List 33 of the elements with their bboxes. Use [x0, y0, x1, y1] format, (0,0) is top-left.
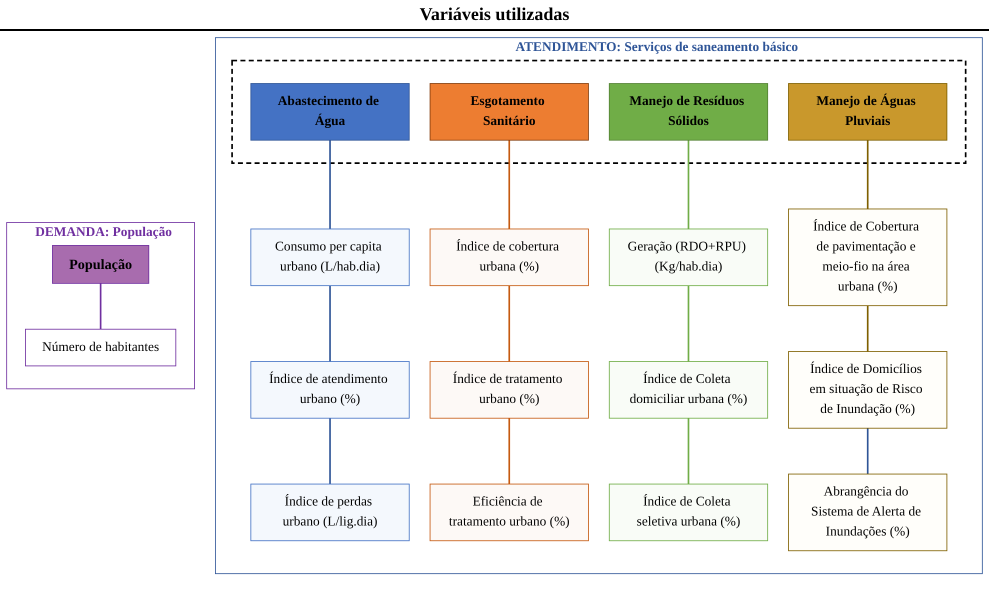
node-box: Índice de Coleta seletiva urbana (%) [608, 484, 768, 542]
node-box: Abrangência do Sistema de Alerta de Inundações (%) [788, 474, 948, 552]
node-box: Eficiência de tratamento urbano (%) [430, 484, 589, 542]
node-box: Índice de Domicílios em situação de Risco de Inundação (%) [788, 351, 948, 429]
connector [329, 140, 331, 229]
node-box: Esgotamento Sanitário [430, 83, 589, 141]
node-box: Índice de Cobertura de pavimentação e meio-fio na área urbana (%) [788, 208, 948, 306]
node-box: Índice de perdas urbano (L/lig.dia) [250, 484, 410, 542]
node-box: Índice de tratamento urbano (%) [430, 361, 589, 419]
cluster [231, 60, 966, 164]
node-box: Consumo per capita urbano (L/hab.dia) [250, 228, 410, 286]
connector [688, 140, 690, 229]
node-box: Índice de atendimento urbano (%) [250, 361, 410, 419]
node-box: Abastecimento de Água [250, 83, 410, 141]
connector [329, 286, 331, 362]
connector [866, 428, 869, 474]
node-box: Manejo de Águas Pluviais [788, 83, 948, 141]
connector [329, 418, 331, 484]
node-box: Número de habitantes [25, 328, 176, 366]
node-box: Índice de Coleta domiciliar urbana (%) [608, 361, 768, 419]
node-box: Geração (RDO+RPU) (Kg/hab.dia) [608, 228, 768, 286]
node-box: População [52, 245, 150, 284]
connector [508, 286, 510, 362]
connector [688, 418, 690, 484]
node-box: Índice de cobertura urbana (%) [430, 228, 589, 286]
diagram-title: Variáveis utilizadas [0, 0, 989, 31]
connector [508, 140, 510, 229]
connector [508, 418, 510, 484]
node-box: Manejo de Resíduos Sólidos [608, 83, 768, 141]
connector [100, 283, 102, 330]
connector [688, 286, 690, 362]
connector [866, 306, 869, 352]
connector [866, 140, 869, 209]
